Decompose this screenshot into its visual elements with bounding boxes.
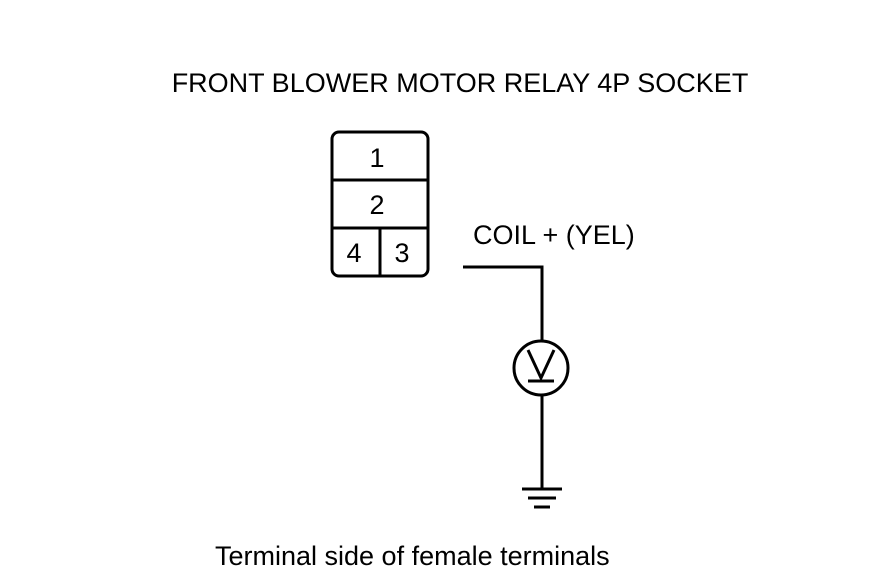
ground-icon bbox=[522, 487, 562, 509]
coil-wire bbox=[463, 265, 544, 340]
terminal-4-label: 4 bbox=[346, 238, 361, 268]
diagram-caption: Terminal side of female terminals bbox=[215, 541, 610, 571]
terminal-1-label: 1 bbox=[369, 143, 384, 173]
terminal-2-label: 2 bbox=[369, 190, 384, 220]
terminal-3-label: 3 bbox=[394, 238, 409, 268]
relay-socket-connector: 1 2 4 3 bbox=[330, 130, 430, 278]
coil-wire-line bbox=[463, 265, 544, 340]
coil-wire-label: COIL + (YEL) bbox=[473, 220, 635, 250]
voltmeter-symbol bbox=[512, 339, 570, 397]
voltmeter-v-icon bbox=[526, 349, 556, 382]
diagram-title: FRONT BLOWER MOTOR RELAY 4P SOCKET bbox=[171, 68, 749, 98]
voltmeter-circle bbox=[512, 339, 570, 397]
